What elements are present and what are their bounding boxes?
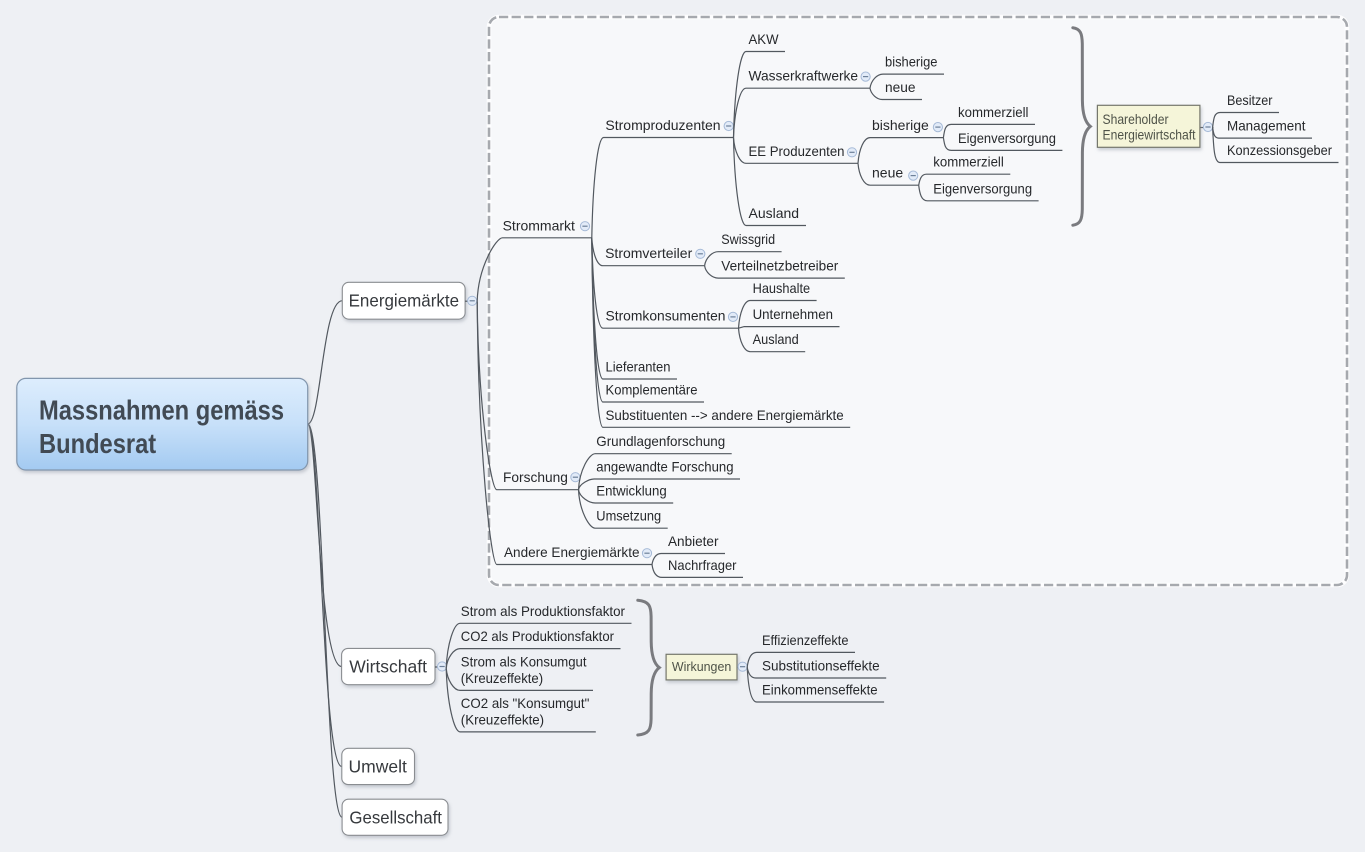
svg-text:CO2 als Produktionsfaktor: CO2 als Produktionsfaktor [461, 628, 615, 644]
svg-text:Umwelt: Umwelt [349, 757, 407, 777]
svg-text:Shareholder: Shareholder [1103, 111, 1169, 127]
svg-text:Swissgrid: Swissgrid [721, 231, 775, 247]
svg-text:AKW: AKW [749, 31, 780, 47]
svg-text:Wasserkraftwerke: Wasserkraftwerke [749, 68, 859, 84]
svg-text:Andere Energiemärkte: Andere Energiemärkte [504, 544, 640, 560]
svg-text:Ausland: Ausland [749, 205, 800, 221]
svg-text:Nachrfrager: Nachrfrager [668, 557, 737, 573]
svg-text:Bundesrat: Bundesrat [39, 428, 156, 459]
svg-text:Entwicklung: Entwicklung [596, 483, 666, 499]
svg-text:kommerziell: kommerziell [958, 104, 1029, 120]
svg-text:Unternehmen: Unternehmen [753, 306, 833, 322]
svg-text:Forschung: Forschung [503, 469, 568, 485]
svg-text:Strom als Produktionsfaktor: Strom als Produktionsfaktor [461, 603, 626, 619]
svg-text:Management: Management [1227, 118, 1306, 134]
svg-text:Lieferanten: Lieferanten [606, 359, 671, 375]
svg-text:Verteilnetzbetreiber: Verteilnetzbetreiber [721, 258, 838, 274]
svg-text:(Kreuzeffekte): (Kreuzeffekte) [461, 711, 544, 727]
svg-text:Eigenversorgung: Eigenversorgung [933, 180, 1032, 196]
svg-text:Substituenten --> andere Energ: Substituenten --> andere Energiemärkte [606, 407, 844, 423]
svg-text:Umsetzung: Umsetzung [596, 508, 661, 524]
svg-text:bisherige: bisherige [885, 54, 938, 70]
svg-text:Energiewirtschaft: Energiewirtschaft [1103, 127, 1196, 143]
svg-text:Massnahmen gemäss: Massnahmen gemäss [39, 395, 284, 426]
svg-text:Stromkonsumenten: Stromkonsumenten [606, 308, 726, 324]
svg-text:Besitzer: Besitzer [1227, 92, 1273, 108]
svg-text:Anbieter: Anbieter [668, 533, 719, 549]
svg-text:bisherige: bisherige [872, 117, 929, 133]
svg-text:Gesellschaft: Gesellschaft [349, 807, 442, 827]
svg-text:Strommarkt: Strommarkt [503, 217, 575, 233]
svg-text:angewandte Forschung: angewandte Forschung [596, 459, 733, 475]
svg-text:Stromproduzenten: Stromproduzenten [605, 117, 720, 133]
svg-text:Konzessionsgeber: Konzessionsgeber [1227, 142, 1332, 158]
svg-text:Wirkungen: Wirkungen [672, 659, 731, 674]
svg-text:Haushalte: Haushalte [753, 280, 811, 296]
svg-text:EE Produzenten: EE Produzenten [749, 143, 845, 159]
svg-text:Grundlagenforschung: Grundlagenforschung [596, 433, 725, 449]
svg-text:(Kreuzeffekte): (Kreuzeffekte) [461, 670, 543, 686]
svg-text:Einkommenseffekte: Einkommenseffekte [762, 682, 878, 698]
svg-text:kommerziell: kommerziell [933, 154, 1004, 170]
svg-text:Eigenversorgung: Eigenversorgung [958, 130, 1056, 146]
svg-text:Energiemärkte: Energiemärkte [349, 291, 460, 311]
svg-text:Wirtschaft: Wirtschaft [349, 657, 427, 677]
svg-text:Strom als Konsumgut: Strom als Konsumgut [461, 654, 587, 670]
svg-text:Stromverteiler: Stromverteiler [605, 245, 692, 261]
svg-text:Substitutionseffekte: Substitutionseffekte [762, 658, 880, 674]
svg-text:Ausland: Ausland [753, 331, 799, 347]
svg-text:Effizienzeffekte: Effizienzeffekte [762, 632, 849, 648]
svg-text:CO2 als "Konsumgut": CO2 als "Konsumgut" [461, 695, 590, 711]
svg-text:Komplementäre: Komplementäre [606, 382, 698, 398]
svg-text:neue: neue [872, 165, 903, 181]
svg-text:neue: neue [885, 79, 916, 95]
